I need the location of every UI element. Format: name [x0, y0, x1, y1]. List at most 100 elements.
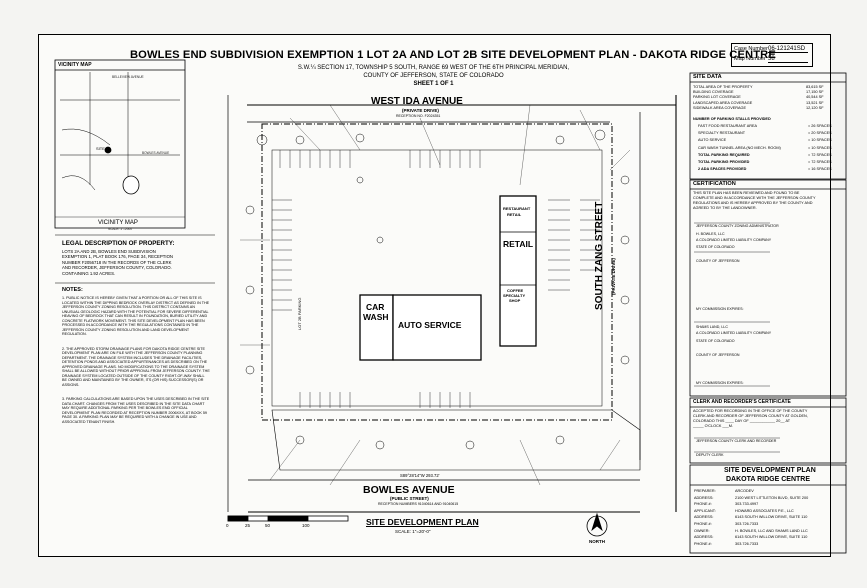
vicinity-label-bowles: BOWLES AVENUE: [142, 151, 170, 155]
parking-header: NUMBER OF PARKING STALLS PROVIDED: [693, 117, 771, 121]
vicinity-scale: SCALE: 1"=2000': [108, 227, 133, 231]
restaurant-label-2: RETAIL: [507, 212, 522, 217]
title-block-line-2: DAKOTA RIDGE CENTRE: [726, 476, 810, 483]
clerk-header: CLERK AND RECORDER'S CERTIFICATE: [693, 399, 791, 405]
site-data-value: 12,120 SF: [806, 105, 824, 110]
coffee-label-1: COFFEE: [507, 288, 524, 293]
certification-signer: STATE OF COLORADO: [696, 245, 735, 249]
north-arrow-label: NORTH: [589, 539, 605, 544]
title-block-value: HOWARD ASSOCIATES P.E., LLC: [735, 508, 794, 513]
south-bearing: S89°28'14"W 293.72': [400, 473, 440, 478]
parking-label: SPECIALTY RESTAURANT: [698, 131, 746, 136]
case-number-box: Case Number 06-121241SD Map Number 58: [731, 43, 813, 67]
certification-signer: H. BOWLES, LLC: [696, 232, 725, 236]
parking-value: = 10 SPACES: [808, 138, 832, 143]
site-data-value: 13,521 SF: [806, 100, 824, 105]
site-data-value: 40,544 SF: [806, 95, 824, 100]
site-data-value: 83,615 SF: [806, 85, 824, 89]
parking-label: TOTAL PARKING REQUIRED: [698, 152, 750, 157]
car-wash-label-1: CAR: [366, 302, 385, 312]
title-block-value: ARCODEV: [735, 489, 754, 493]
parking-label: 2 ADA SPACES PROVIDED: [698, 167, 747, 172]
note-item: 1. PUBLIC NOTICE IS HEREBY GIVEN THAT A …: [62, 296, 210, 337]
parking-label: AUTO SERVICE: [698, 138, 727, 143]
title-block-label: ADDRESS:: [694, 535, 714, 540]
parking-value: = 16 SPACES: [808, 167, 832, 172]
title-block-value: 303.733.4997: [735, 502, 759, 507]
site-data-label: PARKING LOT COVERAGE: [693, 95, 741, 100]
street-south-sub: (PUBLIC STREET): [390, 496, 429, 501]
car-wash-label-2: WASH: [363, 312, 389, 322]
sheet-number: SHEET 1 OF 1: [413, 81, 454, 87]
parking-label: CAR WASH TUNNEL AREA (NO MECH. ROOM): [698, 145, 781, 150]
retail-label: RETAIL: [503, 239, 534, 249]
clerk-line: COLORADO THIS ____ DAY OF ____________ 2…: [693, 419, 791, 423]
legal-line: EXEMPTION 1, PLAT BOOK 176, PAGE 34, REC…: [62, 254, 174, 260]
title-block-label: PHONE #:: [694, 502, 712, 507]
certification-line: REGULATIONS AND IS HEREBY APPROVED BY TH…: [693, 201, 813, 205]
legal-line: NUMBER F2056718 IN THE RECORDS OF THE CL…: [62, 259, 172, 265]
scale-tick-0: 0: [226, 523, 229, 528]
parking-label: FAST FOOD RESTAURANT AREA: [698, 124, 758, 128]
scale-tick-25: 25: [245, 523, 251, 528]
legal-line: LOTS 2A AND 2B, BOWLES END SUBDIVISION: [62, 249, 156, 254]
title-block-label: ADDRESS:: [694, 515, 714, 520]
certification-line: AGREED TO BY THE LANDOWNER.: [693, 206, 757, 210]
site-data-label: BUILDING COVERAGE: [693, 90, 734, 95]
title-block-label: PHONE #:: [694, 522, 712, 526]
case-number-label: Case Number: [734, 46, 768, 52]
certification-line: COMPLETE AND IN ACCORDANCE WITH THE JEFF…: [693, 196, 816, 200]
certification-signer: JEFFERSON COUNTY ZONING ADMINISTRATOR: [696, 224, 779, 228]
title-block-value: 2100 WEST LITTLETON BLVD, SUITE 200: [735, 495, 809, 500]
certification-signer: COUNTY OF JEFFERSON: [696, 259, 740, 263]
vicinity-map-frame: [54, 59, 186, 229]
plan-caption-title: SITE DEVELOPMENT PLAN: [366, 517, 479, 527]
title-block-label: PHONE #:: [694, 541, 712, 546]
certification-signer: MY COMMISSION EXPIRES:: [696, 307, 744, 311]
note-item: 3. PARKING CALCULATIONS ARE BASED UPON T…: [62, 397, 210, 424]
parking-value: = 72 SPACES: [808, 152, 832, 157]
legal-line: AND RECORDER, JEFFERSON COUNTY, COLORADO…: [62, 265, 172, 271]
street-east-sub: (PRIVATE DRIVE): [611, 258, 616, 295]
map-number-value: 58: [768, 56, 808, 63]
notes-header: NOTES:: [62, 287, 83, 293]
site-data-label: SIDEWALK AREA COVERAGE: [693, 105, 747, 110]
title-block-label: APPLICANT:: [694, 508, 716, 513]
certification-signer: COUNTY OF JEFFERSON: [696, 353, 740, 357]
title-block-value: 303.726.7333: [735, 541, 759, 546]
title-block-label: PREPARER:: [694, 489, 716, 493]
legal-line: CONTAINING 1.92 ACRES.: [62, 270, 116, 276]
street-east-name: SOUTH ZANG STREET: [594, 201, 605, 310]
site-data-label: TOTAL AREA OF THE PROPERTY: [693, 85, 753, 89]
vicinity-label-site: SITE: [96, 146, 105, 151]
restaurant-label-1: RESTAURANT: [503, 206, 531, 211]
scale-tick-50: 50: [265, 523, 271, 528]
certification-line: THIS SITE PLAN HAS BEEN REVIEWED AND FOU…: [693, 191, 800, 195]
site-data-header: SITE DATA: [693, 74, 722, 80]
subtitle-line-2: COUNTY OF JEFFERSON, STATE OF COLORADO: [363, 73, 504, 79]
auto-service-label: AUTO SERVICE: [398, 320, 462, 330]
title-block-value: 6143 SOUTH WILLOW DRIVE, SUITE 110: [735, 515, 808, 520]
certification-signer: SHAMS LAND, LLC: [696, 325, 728, 329]
clerk-line: _____ O'CLOCK ___M.: [693, 424, 733, 428]
vicinity-label-belleview: BELLEVIEW AVENUE: [112, 75, 144, 79]
west-lot-label: LOT 2B PARKING: [297, 297, 302, 330]
clerk-signer-2: DEPUTY CLERK: [696, 453, 724, 457]
street-north-reception: RECEPTION NO. F2024351: [396, 114, 441, 118]
title-block-label: OWNER:: [694, 528, 710, 533]
certification-signer: A COLORADO LIMITED LIABILITY COMPANY: [696, 331, 772, 335]
coffee-label-3: SHOP: [509, 298, 521, 303]
title-block-value: 303.726.7333: [735, 522, 759, 526]
certification-signer: STATE OF COLORADO: [696, 339, 735, 343]
street-south-reception: RECEPTION NUMBERS 91040614 AND 91040615: [378, 502, 459, 506]
parking-value: = 10 SPACES: [808, 145, 832, 150]
street-south-name: BOWLES AVENUE: [363, 484, 455, 496]
parking-value: = 20 SPACES: [808, 131, 832, 136]
title-block-line-1: SITE DEVELOPMENT PLAN: [724, 467, 816, 474]
site-data-value: 17,150 SF: [806, 90, 824, 95]
clerk-line: ACCEPTED FOR RECORDING IN THE OFFICE OF …: [693, 409, 808, 413]
clerk-line: CLERK AND RECORDER OF JEFFERSON COUNTY A…: [693, 414, 808, 418]
title-block-label: ADDRESS:: [694, 495, 714, 500]
